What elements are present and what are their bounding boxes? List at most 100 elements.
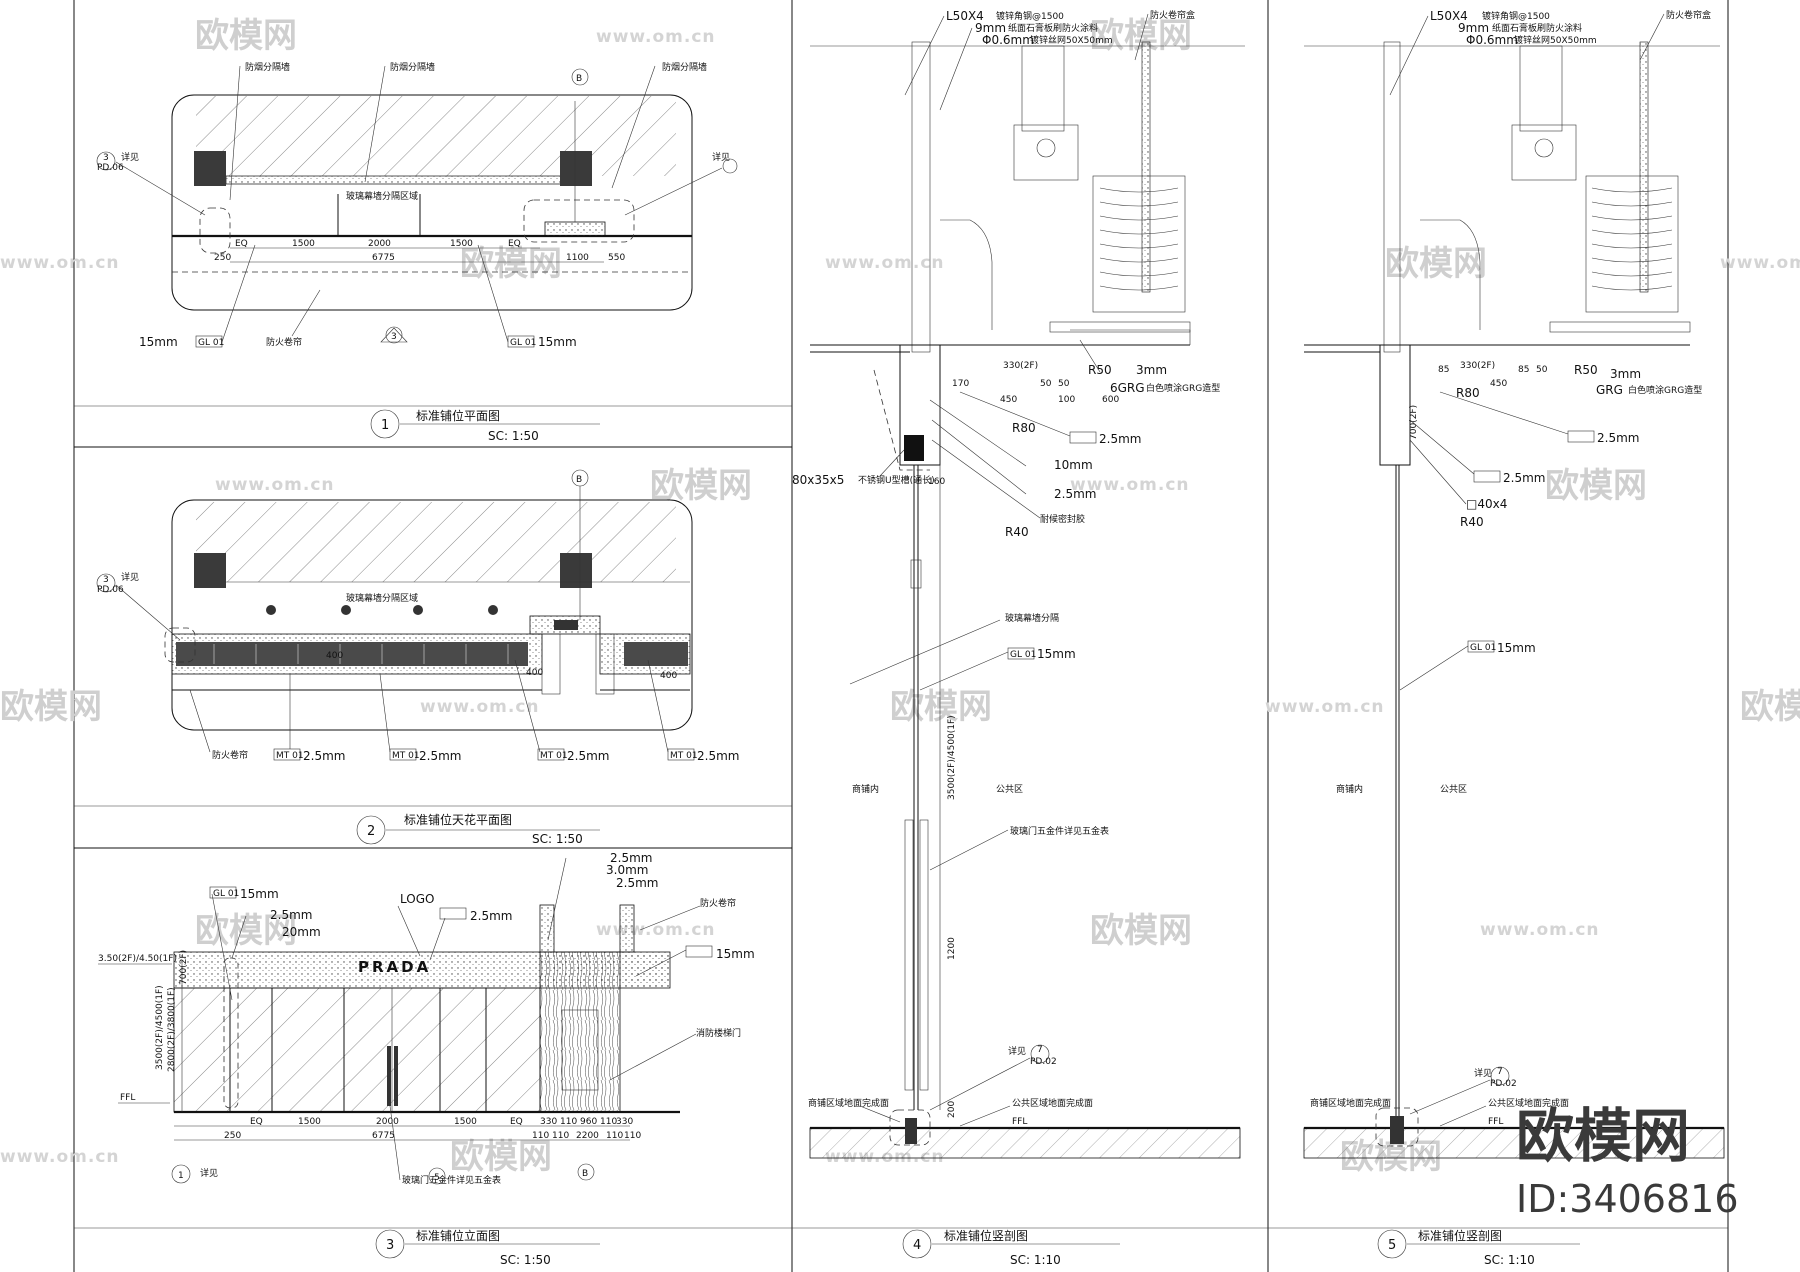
note-text: 镀锌角钢@1500 <box>996 10 1064 22</box>
watermark-url: www.om.cn <box>596 27 716 47</box>
dim-text: 2000 <box>376 1117 399 1127</box>
panel-scale: SC: 1:10 <box>1484 1253 1535 1267</box>
panel-number: 5 <box>1388 1238 1396 1253</box>
r50: R50 <box>1574 363 1598 377</box>
dim-text: 85 <box>1438 365 1449 375</box>
sheet-frame <box>73 0 1729 1272</box>
callout-bubble <box>96 573 116 593</box>
mt-size: 2.5mm <box>616 876 658 890</box>
light-strip <box>176 642 528 666</box>
note-text: 防火卷帘 <box>266 336 302 348</box>
fire-shutter-box <box>1092 175 1186 313</box>
material-tag: MT 01 <box>392 751 420 761</box>
dim-text: 6775 <box>372 253 395 263</box>
note-text: 纸面石膏板刷防火涂料 <box>1008 22 1098 34</box>
dim-text: 400 <box>526 668 543 678</box>
dim-text: 1500 <box>298 1117 321 1127</box>
dim-text: 2000 <box>368 239 391 249</box>
dim-text: 100 <box>1058 395 1075 405</box>
column-right <box>560 553 592 588</box>
dim-text: 250 <box>214 253 231 263</box>
dim-text: 110 <box>552 1131 569 1141</box>
dim-text: 400 <box>326 651 343 661</box>
wall-hatch <box>196 96 676 176</box>
rod-label: Φ0.6mm <box>982 33 1034 47</box>
material-tag: MT 01 <box>670 751 698 761</box>
zone-label: 公共区 <box>1440 784 1467 795</box>
fire-shutter-box <box>1585 175 1679 313</box>
panel-title: 标准铺位竖剖图 <box>1418 1228 1502 1243</box>
panel-title: 标准铺位立面图 <box>416 1228 500 1243</box>
gl-size: 15mm <box>139 335 178 349</box>
panel-1-plan: EQ 1500 2000 1500 EQ 250 6775 1100 550 防… <box>96 61 738 443</box>
note-text: 详见 <box>712 151 730 163</box>
watermark-brand: 欧模网 <box>450 1137 552 1177</box>
dim-text: 50 <box>1058 379 1070 389</box>
watermark-url: www.om.cn <box>1265 697 1385 717</box>
plan-outline <box>171 94 693 311</box>
mt-size: 2.5mm <box>697 749 739 763</box>
dim-text: 50 <box>1040 379 1052 389</box>
dim-text: 2200 <box>576 1131 599 1141</box>
vdim-text: 700(2F) <box>1409 405 1419 440</box>
r80: R80 <box>1456 386 1480 400</box>
note-text: 镀锌角钢@1500 <box>1482 10 1550 22</box>
brand-corner: 欧模网 ID:3406816 <box>1516 1102 1739 1221</box>
dim-text: EQ <box>508 239 521 249</box>
watermark-brand: 欧模网 <box>0 687 102 727</box>
material-tag: GL 01 <box>1470 643 1496 653</box>
watermark-layer: 欧模网 www.om.cn 欧模网 欧模网 www.om.cn www.om.c… <box>0 16 1800 1177</box>
downlight <box>488 605 498 615</box>
grid-bubble <box>577 1163 595 1181</box>
brand-name: 欧模网 <box>1516 1102 1690 1170</box>
dim-text: 85 <box>1518 365 1529 375</box>
grid-label: B <box>576 74 582 84</box>
vdim-text: 200 <box>947 1101 957 1118</box>
note-text: 详见 <box>1474 1067 1492 1079</box>
angle-label: L50X4 <box>1430 9 1468 23</box>
dim-text: 450 <box>1000 395 1017 405</box>
zone-label: 商铺内 <box>1336 783 1363 795</box>
callout-sheet: PD.02 <box>1490 1079 1517 1089</box>
gl-size: 15mm <box>1037 647 1076 661</box>
north-label: 3 <box>391 332 397 342</box>
panel-title: 标准铺位平面图 <box>416 408 500 423</box>
panel-scale: SC: 1:50 <box>488 429 539 443</box>
note-text: 防烟分隔墙 <box>245 61 290 73</box>
note-text: 详见 <box>121 571 139 583</box>
note-text: 商铺区域地面完成面 <box>808 1097 889 1109</box>
gl-size: 15mm <box>1497 641 1536 655</box>
level-label: 3.50(2F)/4.50(1F) <box>98 954 177 964</box>
note-text: 消防楼梯门 <box>696 1027 741 1039</box>
ffl-label: FFL <box>1012 1117 1027 1127</box>
callout-sheet: PD.06 <box>97 163 124 173</box>
floor-slab <box>809 1127 1241 1159</box>
zone-label: 公共区 <box>996 784 1023 795</box>
shop-sign: PRADA <box>358 958 431 976</box>
callout-bubble <box>96 151 116 171</box>
dim-text: EQ <box>250 1117 263 1127</box>
panel-number-bubble <box>1377 1229 1407 1259</box>
callout-number: 1 <box>178 1171 184 1181</box>
column-left <box>194 151 226 186</box>
dim-text: 110 <box>532 1131 549 1141</box>
watermark-brand: 欧模网 <box>1385 244 1487 284</box>
watermark-url: www.om.cn <box>420 697 540 717</box>
watermark-url: www.om.cn <box>0 253 120 273</box>
note-text: 商铺区域地面完成面 <box>1310 1097 1391 1109</box>
watermark-url: www.om.cn <box>1720 253 1800 273</box>
mt-size: 2.5mm <box>610 851 652 865</box>
note-text: 详见 <box>121 151 139 163</box>
watermark-url: www.om.cn <box>1070 475 1190 495</box>
watermark-brand: 欧模网 <box>1090 16 1192 56</box>
downlight <box>413 605 423 615</box>
vdim-text: 700(2F) <box>179 950 189 985</box>
watermark-brand: 欧模网 <box>890 687 992 727</box>
vdim-text: 3500(2F)/4500(1F) <box>155 985 165 1070</box>
note-text: 详见 <box>200 1167 218 1179</box>
panel-scale: SC: 1:10 <box>1010 1253 1061 1267</box>
watermark-url: www.om.cn <box>825 253 945 273</box>
panel-scale: SC: 1:50 <box>500 1253 551 1267</box>
watermark-brand: 欧模网 <box>1545 466 1647 506</box>
glass-facade <box>173 987 541 1113</box>
